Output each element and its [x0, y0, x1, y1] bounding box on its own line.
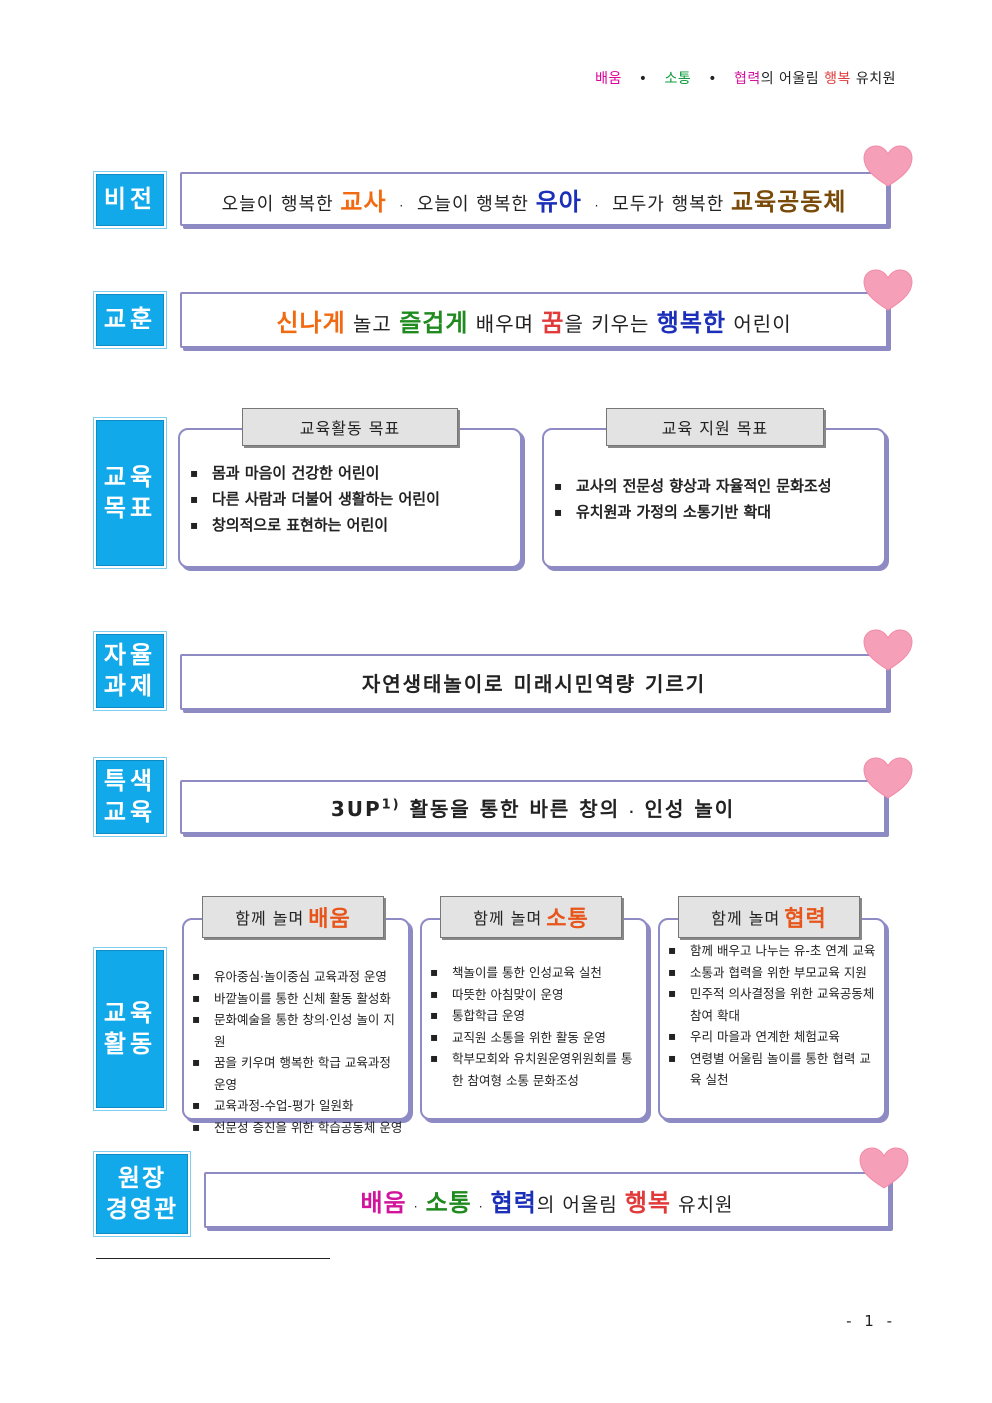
- director-label: 원장 경영관: [93, 1151, 191, 1237]
- footnote-divider: [96, 1258, 330, 1259]
- list-item: 연령별 어울림 놀이를 통한 협력 교육 실천: [668, 1048, 880, 1091]
- special-box: 3UP1) 활동을 통한 바른 창의 · 인성 놀이: [180, 780, 886, 834]
- header-word-learning: 배움: [595, 71, 622, 87]
- list-item: 교사의 전문성 향상과 자율적인 문화조성: [554, 473, 880, 499]
- list-item: 몸과 마음이 건강한 어린이: [190, 460, 510, 486]
- list-item: 창의적으로 표현하는 어린이: [190, 512, 510, 538]
- list-item: 우리 마을과 연계한 체험교육: [668, 1026, 880, 1048]
- heart-icon: [863, 629, 913, 671]
- activity-goals-tab: 교육활동 목표: [242, 408, 458, 446]
- special-text: 3UP1) 활동을 통한 바른 창의 · 인성 놀이: [330, 796, 736, 821]
- list-item: 문화예술을 통한 창의·인성 놀이 지원: [192, 1009, 406, 1052]
- header-word-cooperation: 협력: [733, 71, 761, 87]
- heart-icon: [859, 1147, 909, 1189]
- page-number: - 1 -: [846, 1312, 896, 1330]
- list-item: 따뜻한 아침맞이 운영: [430, 984, 642, 1006]
- list-item: 민주적 의사결정을 위한 교육공동체 참여 확대: [668, 983, 880, 1026]
- activity-list-communication: 책놀이를 통한 인성교육 실천 따뜻한 아침맞이 운영 통합학급 운영 교직원 …: [430, 962, 642, 1091]
- director-text: 배움 · 소통 · 협력의 어울림 행복 유치원: [360, 1188, 734, 1217]
- activity-goals-list: 몸과 마음이 건강한 어린이 다른 사람과 더불어 생활하는 어린이 창의적으로…: [190, 460, 510, 538]
- list-item: 꿈을 키우며 행복한 학급 교육과정 운영: [192, 1052, 406, 1095]
- motto-box: 신나게 놀고 즐겁게 배우며 꿈을 키우는 행복한 어린이: [180, 292, 888, 348]
- support-goals-list: 교사의 전문성 향상과 자율적인 문화조성 유치원과 가정의 소통기반 확대: [554, 473, 880, 525]
- heart-icon: [863, 145, 913, 187]
- autonomous-label: 자율 과제: [93, 631, 167, 711]
- support-goals-tab: 교육 지원 목표: [606, 408, 824, 446]
- list-item: 다른 사람과 더불어 생활하는 어린이: [190, 486, 510, 512]
- list-item: 유치원과 가정의 소통기반 확대: [554, 499, 880, 525]
- list-item: 교육과정-수업-평가 일원화: [192, 1095, 406, 1117]
- autonomous-box: 자연생태놀이로 미래시민역량 기르기: [180, 654, 888, 710]
- activity-list-cooperation: 함께 배우고 나누는 유-초 연계 교육 소통과 협력을 위한 부모교육 지원 …: [668, 940, 880, 1091]
- vision-label: 비전: [93, 171, 167, 229]
- list-item: 소통과 협력을 위한 부모교육 지원: [668, 962, 880, 984]
- vision-box: 오늘이 행복한 교사 · 오늘이 행복한 유아 · 모두가 행복한 교육공동체: [180, 172, 888, 226]
- special-label: 특색 교육: [93, 757, 167, 837]
- list-item: 바깥놀이를 통한 신체 활동 활성화: [192, 988, 406, 1010]
- activity-list-learning: 유아중심·놀이중심 교육과정 운영 바깥놀이를 통한 신체 활동 활성화 문화예…: [192, 966, 406, 1138]
- list-item: 학부모회와 유치원운영위원회를 통한 참여형 소통 문화조성: [430, 1048, 642, 1091]
- header-word-happiness: 행복: [824, 71, 851, 87]
- motto-label: 교훈: [93, 291, 167, 349]
- heart-icon: [863, 269, 913, 311]
- heart-icon: [863, 757, 913, 799]
- edu-activities-label: 교육 활동: [93, 947, 167, 1111]
- list-item: 유아중심·놀이중심 교육과정 운영: [192, 966, 406, 988]
- list-item: 통합학급 운영: [430, 1005, 642, 1027]
- list-item: 책놀이를 통한 인성교육 실천: [430, 962, 642, 984]
- list-item: 전문성 증진을 위한 학습공동체 운영: [192, 1117, 406, 1139]
- list-item: 교직원 소통을 위한 활동 운영: [430, 1027, 642, 1049]
- list-item: 함께 배우고 나누는 유-초 연계 교육: [668, 940, 880, 962]
- header-word-communication: 소통: [664, 71, 692, 87]
- page-header: 배움 • 소통 • 협력의 어울림 행복 유치원: [595, 71, 896, 87]
- director-box: 배움 · 소통 · 협력의 어울림 행복 유치원: [204, 1172, 890, 1228]
- autonomous-text: 자연생태놀이로 미래시민역량 기르기: [361, 671, 707, 696]
- motto-text: 신나게 놀고 즐겁게 배우며 꿈을 키우는 행복한 어린이: [276, 308, 792, 337]
- vision-text: 오늘이 행복한 교사 · 오늘이 행복한 유아 · 모두가 행복한 교육공동체: [221, 187, 847, 216]
- edu-goals-label: 교육 목표: [93, 417, 167, 569]
